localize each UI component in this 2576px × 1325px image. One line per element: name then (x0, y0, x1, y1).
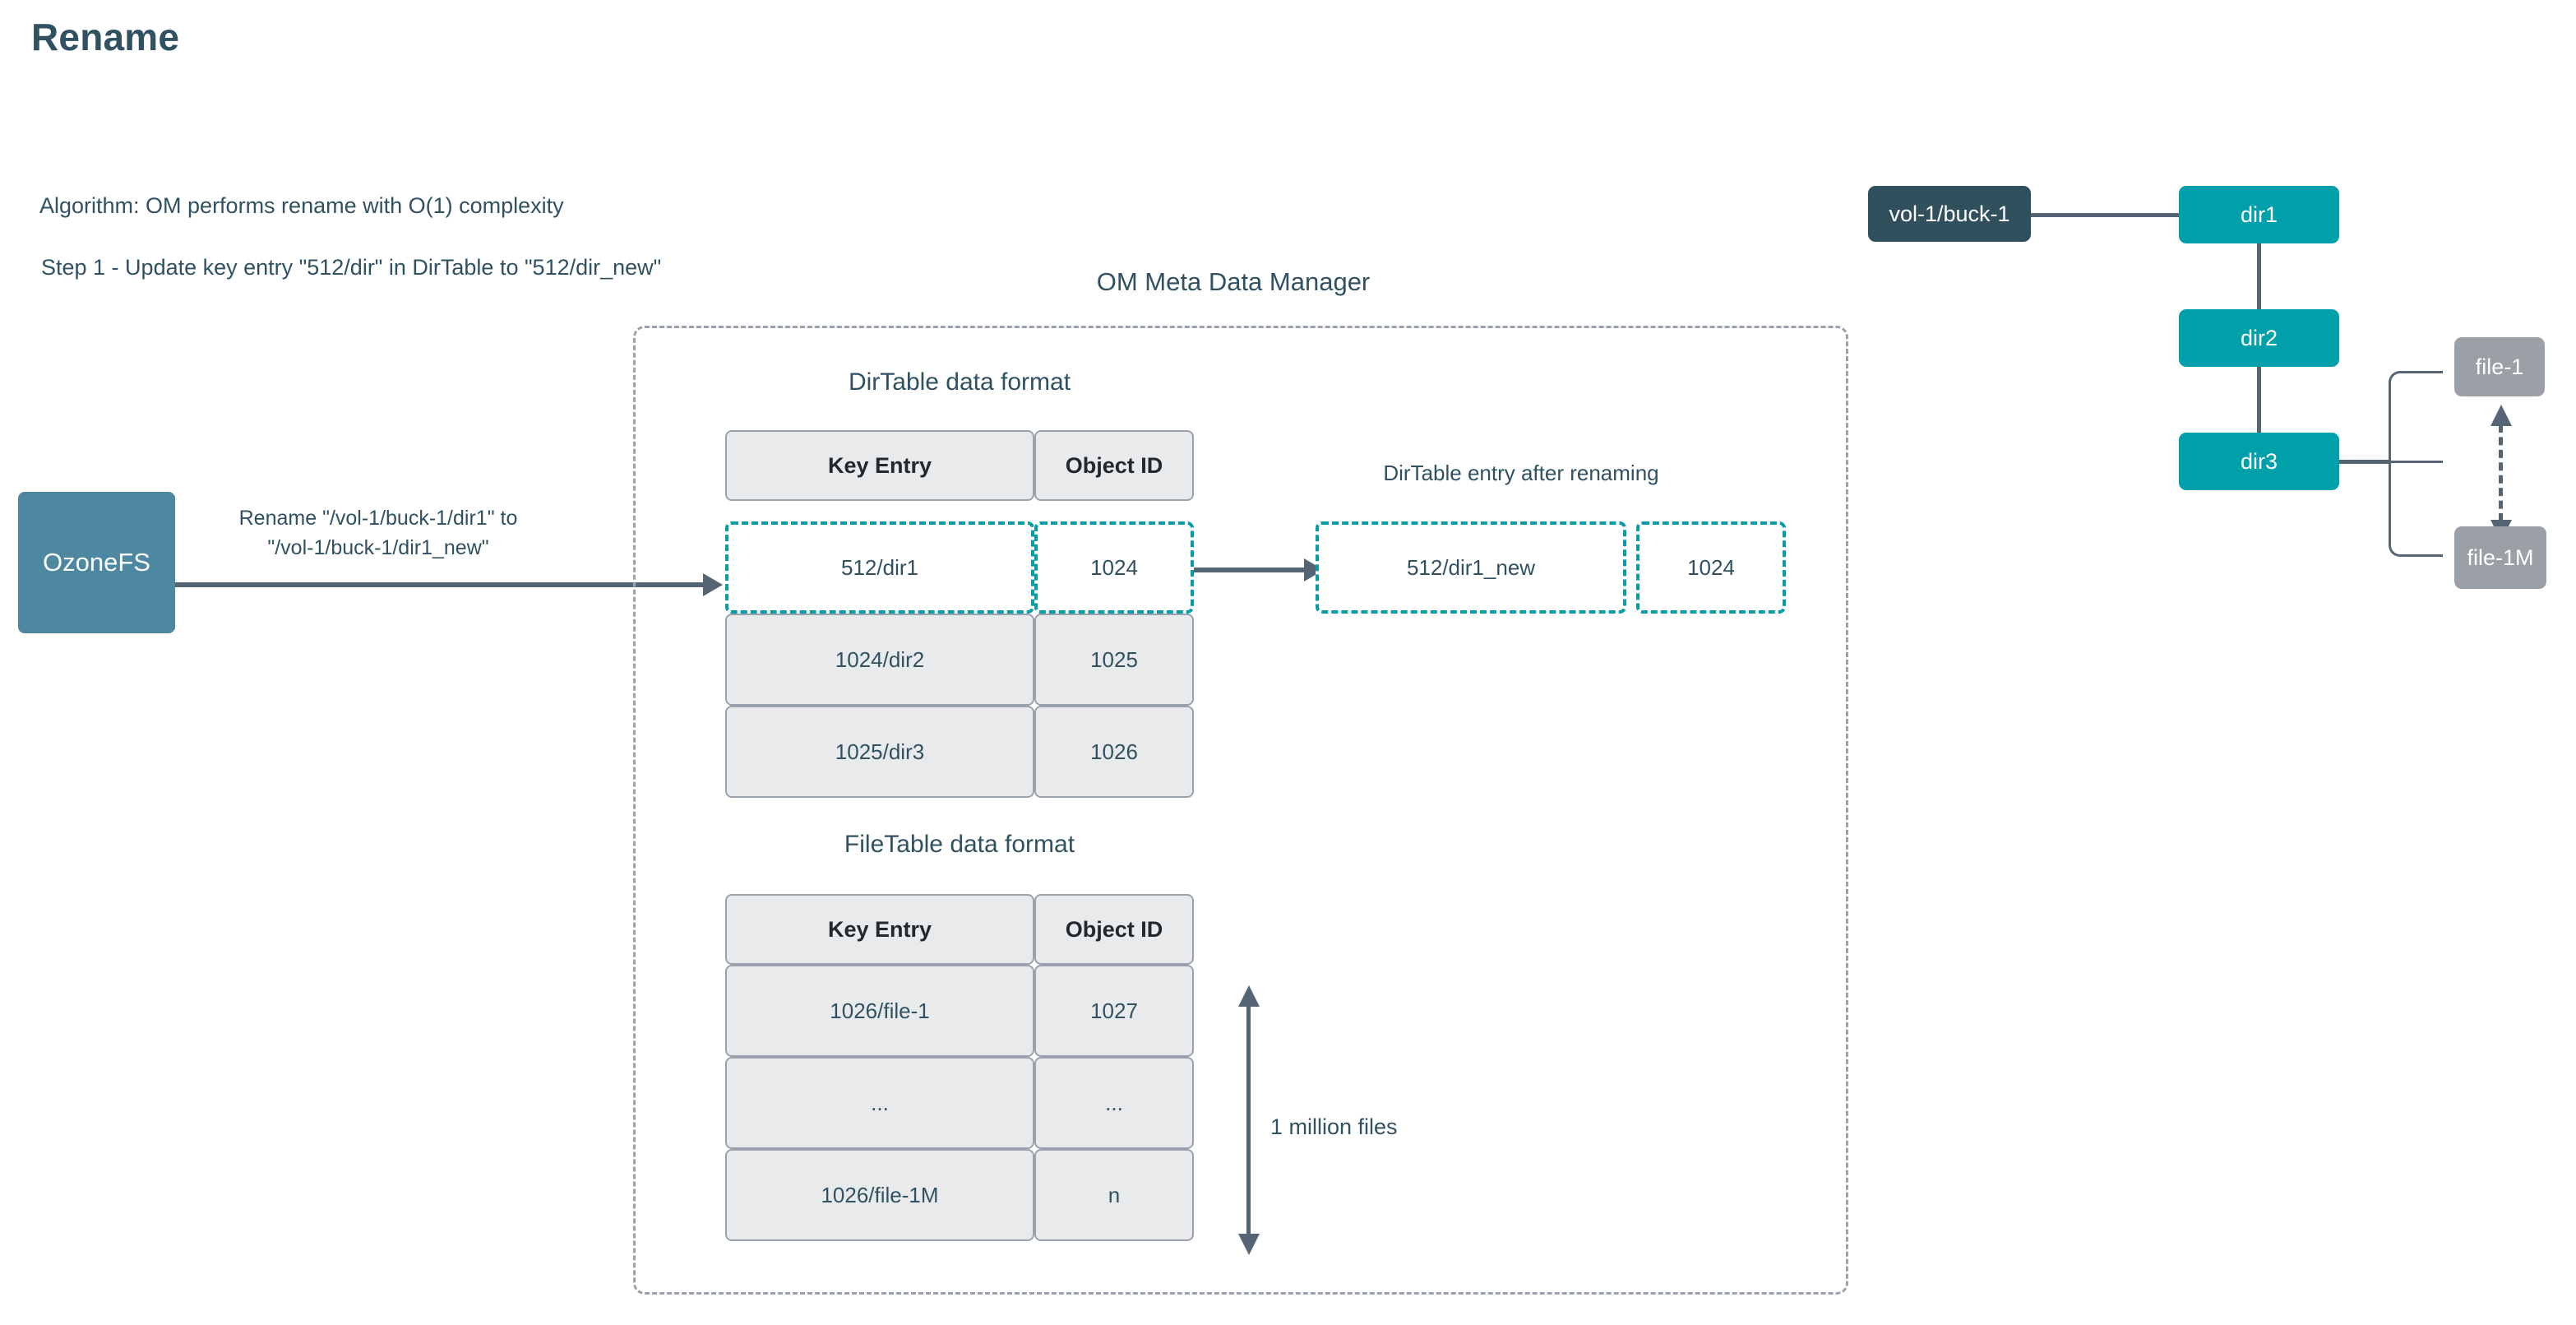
tree-node-dir3-label: dir3 (2240, 448, 2278, 474)
om-meta-data-manager-container (633, 326, 1848, 1295)
tree-node-dir1-label: dir1 (2240, 202, 2278, 227)
algorithm-description: Algorithm: OM performs rename with O(1) … (39, 193, 564, 218)
tree-node-file-1-label: file-1 (2475, 354, 2524, 379)
filetable-row-object-id: n (1034, 1149, 1194, 1241)
tree-node-bucket: vol-1/buck-1 (1868, 186, 2031, 242)
tree-connector-dir2-dir3 (2257, 367, 2261, 459)
tree-connector-branch-file-1m (2389, 461, 2443, 557)
om-container-title: OM Meta Data Manager (1096, 267, 1371, 296)
tree-node-file-1: file-1 (2454, 337, 2545, 396)
ozonefs-node: OzoneFS (18, 492, 175, 633)
scale-arrow-head-up-icon (1238, 985, 1260, 1007)
tree-connector-branch-file-1 (2389, 371, 2443, 463)
scale-arrow-head-down-icon (1238, 1234, 1260, 1255)
tree-node-bucket-label: vol-1/buck-1 (1889, 201, 2010, 226)
tree-node-dir2-label: dir2 (2240, 325, 2278, 350)
dirtable-row-object-id: 1024 (1034, 521, 1194, 614)
after-rename-key-entry: 512/dir1_new (1316, 521, 1626, 614)
filetable-row-object-id: ... (1034, 1057, 1194, 1149)
tree-node-file-1m-label: file-1M (2467, 544, 2534, 570)
step-description: Step 1 - Update key entry "512/dir" in D… (41, 255, 662, 280)
files-range-arrow-head-up-icon (2490, 405, 2512, 426)
filetable-header-object-id: Object ID (1034, 894, 1194, 965)
dirtable-header-key-entry: Key Entry (725, 430, 1034, 501)
dirtable-row-object-id: 1026 (1034, 706, 1194, 798)
rename-result-arrow-shaft (1194, 568, 1309, 572)
tree-connector-dir3-branch (2339, 460, 2390, 464)
rename-request-line-1: Rename "/vol-1/buck-1/dir1" to (238, 507, 518, 530)
filetable-header-key-entry: Key Entry (725, 894, 1034, 965)
dirtable-title: DirTable data format (848, 368, 1071, 396)
filetable-row-key-entry: 1026/file-1 (725, 965, 1034, 1057)
tree-node-dir2: dir2 (2179, 309, 2339, 367)
dirtable-row-object-id: 1025 (1034, 614, 1194, 706)
dirtable-header-object-id: Object ID (1034, 430, 1194, 501)
page-title: Rename (31, 16, 180, 58)
ozonefs-label: OzoneFS (43, 548, 150, 577)
files-range-dashed-line (2499, 424, 2503, 521)
tree-node-dir1: dir1 (2179, 186, 2339, 243)
filetable-title: FileTable data format (844, 831, 1075, 858)
after-rename-object-id: 1024 (1636, 521, 1786, 614)
request-arrow-shaft (175, 582, 708, 587)
filetable-row-key-entry: ... (725, 1057, 1034, 1149)
tree-node-file-1m: file-1M (2454, 526, 2546, 589)
rename-request-caption: Rename "/vol-1/buck-1/dir1" to "/vol-1/b… (185, 503, 571, 563)
filetable-row-object-id: 1027 (1034, 965, 1194, 1057)
tree-node-dir3: dir3 (2179, 433, 2339, 490)
tree-connector-dir1-dir2 (2257, 243, 2261, 336)
after-rename-title: DirTable entry after renaming (1383, 461, 1659, 485)
dirtable-row-key-entry: 512/dir1 (725, 521, 1034, 614)
tree-connector-bucket-dir1 (2031, 213, 2181, 217)
scale-arrow-shaft (1246, 1005, 1251, 1235)
request-arrow-head-icon (703, 573, 723, 596)
dirtable-row-key-entry: 1025/dir3 (725, 706, 1034, 798)
scale-annotation-label: 1 million files (1270, 1114, 1398, 1139)
filetable-row-key-entry: 1026/file-1M (725, 1149, 1034, 1241)
dirtable-row-key-entry: 1024/dir2 (725, 614, 1034, 706)
rename-request-line-2: "/vol-1/buck-1/dir1_new" (267, 536, 489, 560)
